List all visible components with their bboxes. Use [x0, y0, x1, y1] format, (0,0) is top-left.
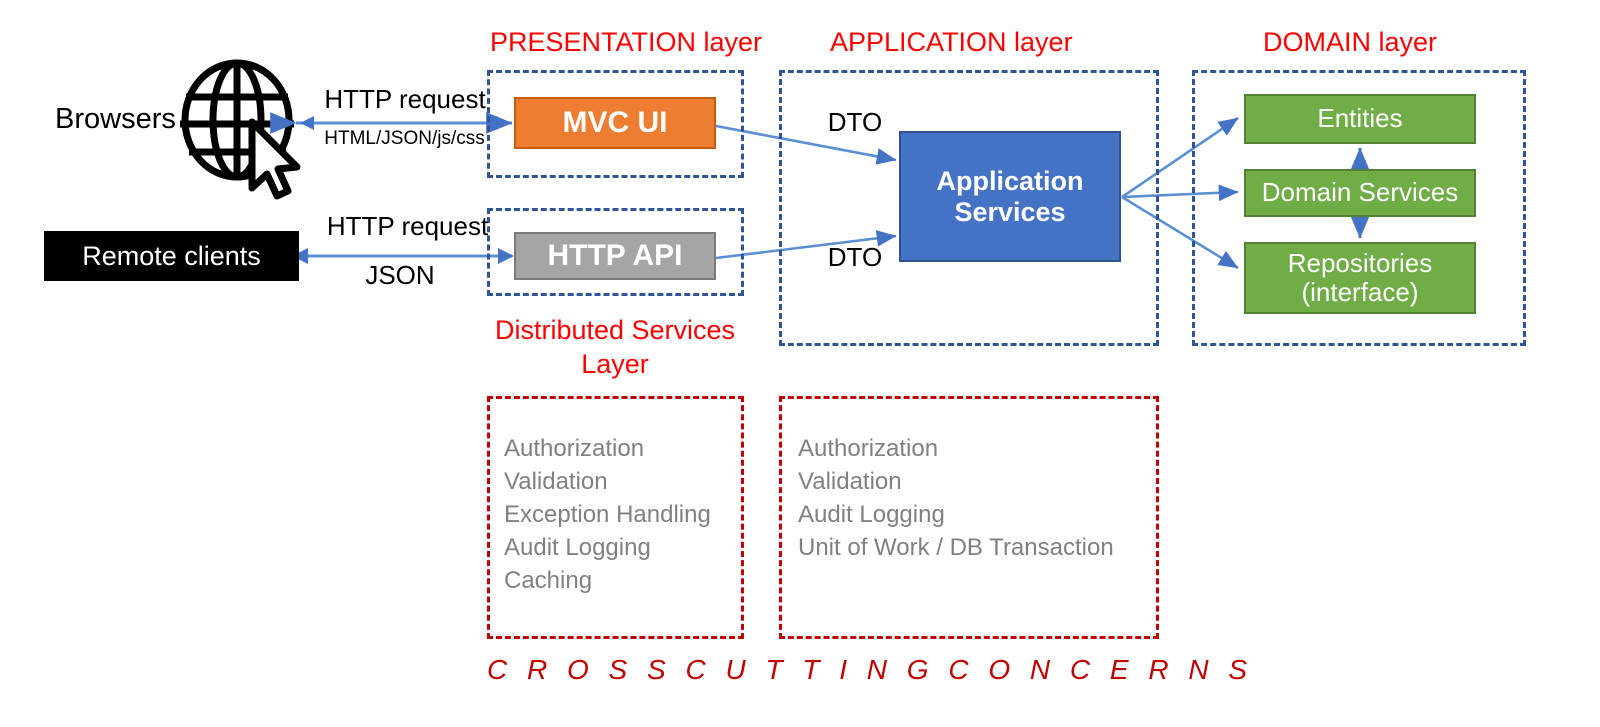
application-services-line2: Services [954, 196, 1066, 227]
entities-node[interactable]: Entities [1244, 94, 1476, 144]
browsers-label: Browsers [55, 103, 176, 135]
concern-item: Exception Handling [504, 501, 711, 528]
mvc-ui-node[interactable]: MVC UI [514, 97, 716, 149]
presentation-api-container [487, 208, 744, 296]
concern-item: Audit Logging [798, 501, 945, 528]
repositories-line1: Repositories [1287, 247, 1433, 278]
presentation-concerns-list: Authorization Validation Exception Handl… [504, 432, 711, 597]
application-layer-container [779, 70, 1159, 346]
browser-request-label: HTTP request [324, 84, 486, 114]
browser-response-label: HTML/JSON/js/css [324, 128, 485, 149]
concern-item: Unit of Work / DB Transaction [798, 534, 1114, 561]
globe-cursor-icon [180, 59, 294, 181]
distributed-services-layer-caption: Distributed Services Layer [490, 313, 740, 381]
concern-item: Caching [504, 567, 593, 594]
remote-request-label: HTTP request [326, 211, 489, 241]
application-services-line1: Application [936, 166, 1084, 197]
distributed-services-caption-line1: Distributed Services [494, 315, 736, 345]
dto-bottom-label: DTO [827, 242, 883, 272]
concern-item: Validation [798, 468, 902, 495]
dto-top-label: DTO [827, 107, 883, 137]
cross-cutting-concerns-footer: C R O S S C U T T I N G C O N C E R N S [487, 654, 1254, 685]
application-concerns-list: Authorization Validation Audit Logging U… [798, 432, 1114, 564]
cursor-pointer-icon [248, 118, 301, 200]
repositories-line2: (interface) [1301, 277, 1419, 307]
presentation-layer-caption: PRESENTATION layer [490, 27, 763, 57]
concern-item: Audit Logging [504, 534, 651, 561]
repositories-node[interactable]: Repositories (interface) [1244, 242, 1476, 314]
http-api-node[interactable]: HTTP API [514, 232, 716, 280]
application-concerns-container: Authorization Validation Audit Logging U… [779, 396, 1159, 639]
remote-response-label: JSON [365, 260, 435, 290]
domain-layer-caption: DOMAIN layer [1262, 27, 1438, 57]
application-layer-caption: APPLICATION layer [830, 27, 1073, 57]
distributed-services-caption-line2: Layer [581, 349, 649, 379]
presentation-concerns-container: Authorization Validation Exception Handl… [487, 396, 744, 639]
domain-services-node[interactable]: Domain Services [1244, 169, 1476, 217]
application-services-node[interactable]: Application Services [899, 131, 1121, 262]
domain-layer-container [1192, 70, 1526, 346]
remote-clients-node[interactable]: Remote clients [44, 231, 299, 281]
concern-item: Authorization [504, 435, 645, 462]
presentation-mvc-container [487, 70, 744, 178]
concern-item: Authorization [798, 435, 939, 462]
concern-item: Validation [504, 468, 608, 495]
